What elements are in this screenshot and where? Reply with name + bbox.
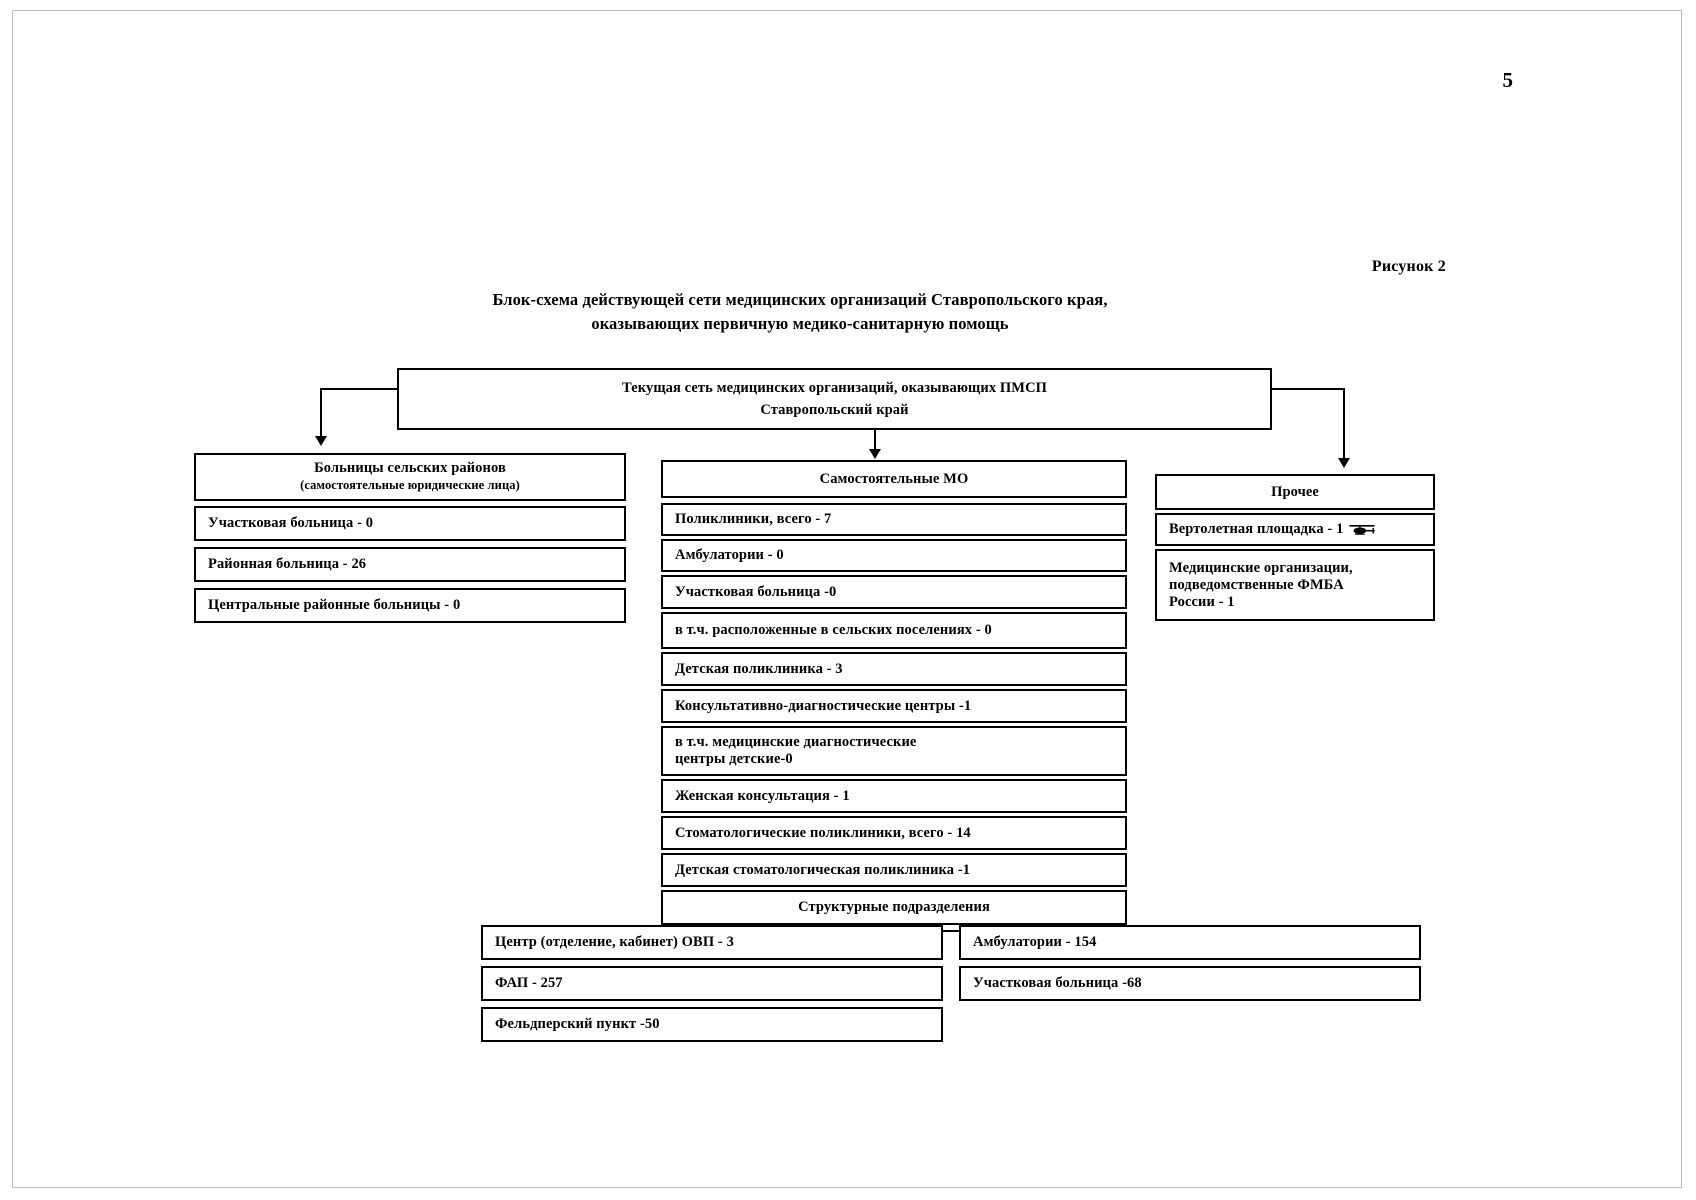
rural-header-line-2: (самостоятельные юридические лица) <box>300 478 520 492</box>
root-line-2: Ставропольский край <box>760 402 909 418</box>
arrow-to-rural <box>315 436 327 446</box>
structural-right-item-1: Участковая больница -68 <box>959 966 1421 1001</box>
other-header-box: Прочее <box>1155 474 1435 510</box>
independent-item-7: Женская консультация - 1 <box>661 779 1127 813</box>
helicopter-icon <box>1347 523 1377 537</box>
independent-item-label: в т.ч. расположенные в сельских поселени… <box>675 622 992 638</box>
other-item-label: Медицинские организации, подведомственны… <box>1169 559 1353 610</box>
connector-root-right-h <box>1271 388 1345 390</box>
independent-header-box: Самостоятельные МО <box>661 460 1127 498</box>
rural-item-label: Центральные районные больницы - 0 <box>208 597 461 613</box>
root-line-1: Текущая сеть медицинских организаций, ок… <box>621 380 1048 396</box>
arrow-to-independent <box>869 449 881 459</box>
other-header-label: Прочее <box>1271 483 1319 500</box>
rural-item-1: Районная больница - 26 <box>194 547 626 582</box>
connector-structural-h <box>481 930 1421 932</box>
independent-item-label: Поликлиники, всего - 7 <box>675 511 832 527</box>
independent-item-4: Детская поликлиника - 3 <box>661 652 1127 686</box>
independent-item-0: Поликлиники, всего - 7 <box>661 503 1127 536</box>
independent-item-1: Амбулатории - 0 <box>661 539 1127 572</box>
rural-item-2: Центральные районные больницы - 0 <box>194 588 626 623</box>
title-line-2: оказывающих первичную медико-санитарную … <box>591 314 1009 333</box>
independent-item-label: Стоматологические поликлиники, всего - 1… <box>675 824 971 841</box>
structural-item-label: Участковая больница -68 <box>973 975 1142 991</box>
independent-item-label: в т.ч. медицинские диагностические центр… <box>675 734 917 767</box>
arrow-to-other <box>1338 458 1350 468</box>
independent-item-8: Стоматологические поликлиники, всего - 1… <box>661 816 1127 850</box>
structural-left-item-0: Центр (отделение, кабинет) ОВП - 3 <box>481 925 943 960</box>
other-item-1: Медицинские организации, подведомственны… <box>1155 549 1435 621</box>
page-title: Блок-схема действующей сети медицинских … <box>300 288 1300 336</box>
figure-label: Рисунок 2 <box>1371 258 1446 275</box>
structural-right-item-0: Амбулатории - 154 <box>959 925 1421 960</box>
rural-header-line-1: Больницы сельских районов <box>314 460 506 476</box>
independent-item-label: Консультативно-диагностические центры -1 <box>675 697 972 714</box>
structural-left-item-2: Фельдперский пункт -50 <box>481 1007 943 1042</box>
rural-item-label: Районная больница - 26 <box>208 556 367 572</box>
independent-item-label: Детская поликлиника - 3 <box>675 660 843 677</box>
independent-item-label: Детская стоматологическая поликлиника -1 <box>675 861 971 878</box>
independent-item-label: Женская консультация - 1 <box>675 787 850 804</box>
rural-header-box: Больницы сельских районов (самостоятельн… <box>194 453 626 501</box>
other-item-0: Вертолетная площадка - 1 <box>1155 513 1435 546</box>
independent-item-5: Консультативно-диагностические центры -1 <box>661 689 1127 723</box>
other-item-label: Вертолетная площадка - 1 <box>1169 521 1344 537</box>
structural-left-item-1: ФАП - 257 <box>481 966 943 1001</box>
rural-item-label: Участковая больница - 0 <box>208 515 374 531</box>
connector-root-center-v <box>874 430 876 452</box>
independent-item-6: в т.ч. медицинские диагностические центр… <box>661 726 1127 776</box>
independent-item-label: Амбулатории - 0 <box>675 547 784 563</box>
structural-item-label: Фельдперский пункт -50 <box>495 1016 660 1032</box>
independent-item-9: Детская стоматологическая поликлиника -1 <box>661 853 1127 887</box>
structural-item-label: Амбулатории - 154 <box>973 934 1097 950</box>
structural-header-label: Структурные подразделения <box>798 899 990 915</box>
connector-root-left-h <box>320 388 399 390</box>
rural-item-0: Участковая больница - 0 <box>194 506 626 541</box>
independent-item-3: в т.ч. расположенные в сельских поселени… <box>661 612 1127 649</box>
structural-item-label: Центр (отделение, кабинет) ОВП - 3 <box>495 934 734 950</box>
title-line-1: Блок-схема действующей сети медицинских … <box>492 290 1108 309</box>
independent-item-label: Участковая больница -0 <box>675 583 837 600</box>
independent-item-2: Участковая больница -0 <box>661 575 1127 609</box>
page-number: 5 <box>1502 68 1514 92</box>
independent-header-label: Самостоятельные МО <box>819 470 969 487</box>
structural-header-box: Структурные подразделения <box>661 890 1127 925</box>
root-box: Текущая сеть медицинских организаций, ок… <box>397 368 1272 430</box>
connector-root-left-v <box>320 388 322 438</box>
connector-root-right-v <box>1343 388 1345 460</box>
structural-item-label: ФАП - 257 <box>495 975 563 991</box>
